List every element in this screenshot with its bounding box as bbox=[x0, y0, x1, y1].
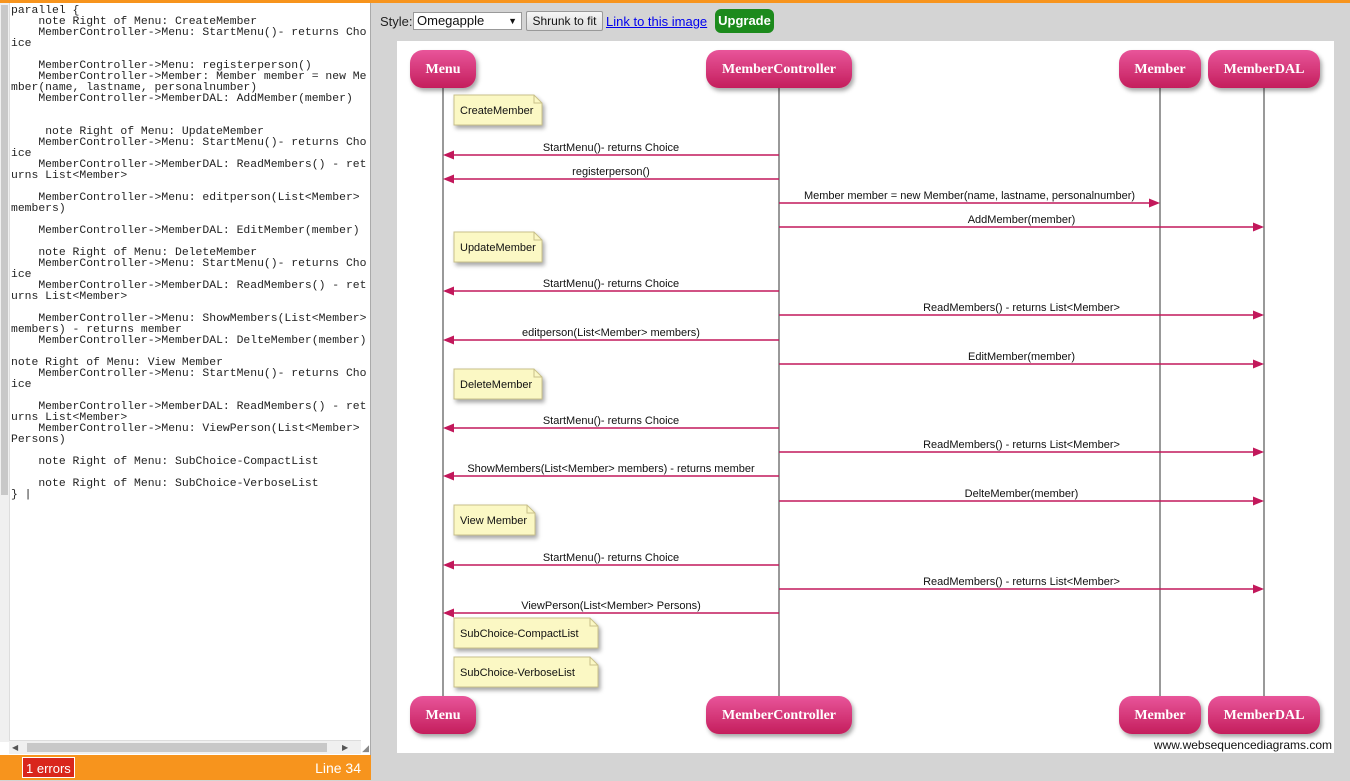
code-text[interactable]: parallel { note Right of Menu: CreateMem… bbox=[11, 5, 367, 501]
svg-text:ViewPerson(List<Member> Person: ViewPerson(List<Member> Persons) bbox=[521, 600, 701, 612]
svg-text:MemberController: MemberController bbox=[722, 708, 836, 723]
actor-memberdal-top: MemberDAL bbox=[1208, 50, 1320, 88]
svg-text:MemberDAL: MemberDAL bbox=[1224, 62, 1305, 77]
svg-text:Menu: Menu bbox=[426, 708, 461, 723]
style-label: Style: bbox=[380, 14, 413, 29]
actor-memberdal-bottom: MemberDAL bbox=[1208, 696, 1320, 734]
svg-text:ReadMembers() - returns List<M: ReadMembers() - returns List<Member> bbox=[923, 576, 1120, 588]
error-count-badge[interactable]: 1 errors bbox=[22, 757, 75, 778]
message-arrow: editperson(List<Member> members) bbox=[443, 327, 779, 345]
actor-menu-top: Menu bbox=[410, 50, 476, 88]
svg-text:StartMenu()- returns Choice: StartMenu()- returns Choice bbox=[543, 142, 679, 154]
vertical-scroll-thumb[interactable] bbox=[1, 5, 8, 495]
message-arrow: EditMember(member) bbox=[779, 351, 1264, 369]
svg-text:CreateMember: CreateMember bbox=[460, 105, 534, 117]
svg-text:ReadMembers() - returns List<M: ReadMembers() - returns List<Member> bbox=[923, 302, 1120, 314]
vertical-scrollbar[interactable] bbox=[0, 3, 10, 742]
svg-text:SubChoice-CompactList: SubChoice-CompactList bbox=[460, 628, 579, 640]
svg-text:SubChoice-VerboseList: SubChoice-VerboseList bbox=[460, 667, 575, 679]
svg-text:MemberDAL: MemberDAL bbox=[1224, 708, 1305, 723]
link-to-image[interactable]: Link to this image bbox=[606, 14, 708, 29]
svg-text:Member: Member bbox=[1134, 708, 1185, 723]
svg-text:StartMenu()- returns Choice: StartMenu()- returns Choice bbox=[543, 278, 679, 290]
actor-menu-bottom: Menu bbox=[410, 696, 476, 734]
note: UpdateMember bbox=[453, 231, 543, 263]
top-accent-bar bbox=[0, 0, 1350, 3]
svg-text:ReadMembers() - returns List<M: ReadMembers() - returns List<Member> bbox=[923, 439, 1120, 451]
svg-text:MemberController: MemberController bbox=[722, 62, 836, 77]
message-arrow: ReadMembers() - returns List<Member> bbox=[779, 439, 1264, 457]
svg-text:ShowMembers(List<Member> membe: ShowMembers(List<Member> members) - retu… bbox=[467, 463, 755, 475]
message-arrow: ShowMembers(List<Member> members) - retu… bbox=[443, 463, 779, 481]
message-arrow: StartMenu()- returns Choice bbox=[443, 552, 779, 570]
svg-text:AddMember(member): AddMember(member) bbox=[968, 214, 1076, 226]
svg-text:View Member: View Member bbox=[460, 515, 527, 527]
code-editor[interactable]: parallel { note Right of Menu: CreateMem… bbox=[0, 3, 371, 755]
watermark: www.websequencediagrams.com bbox=[1153, 738, 1332, 752]
actor-member-top: Member bbox=[1119, 50, 1201, 88]
message-arrow: ReadMembers() - returns List<Member> bbox=[779, 576, 1264, 594]
actor-membercontroller-top: MemberController bbox=[706, 50, 852, 88]
svg-text:DelteMember(member): DelteMember(member) bbox=[965, 488, 1079, 500]
resize-grip-icon[interactable]: ◢ bbox=[362, 743, 369, 753]
style-select-value: Omegapple bbox=[417, 13, 485, 28]
actor-membercontroller-bottom: MemberController bbox=[706, 696, 852, 734]
actor-member-bottom: Member bbox=[1119, 696, 1201, 734]
horizontal-scrollbar[interactable]: ◀ ▶ bbox=[9, 740, 361, 754]
upgrade-button[interactable]: Upgrade bbox=[715, 9, 774, 33]
note: SubChoice-VerboseList bbox=[453, 656, 599, 688]
message-arrow: DelteMember(member) bbox=[779, 488, 1264, 506]
svg-text:UpdateMember: UpdateMember bbox=[460, 242, 536, 254]
chevron-down-icon: ▼ bbox=[508, 16, 517, 26]
svg-text:Menu: Menu bbox=[426, 62, 461, 77]
svg-text:registerperson(): registerperson() bbox=[572, 166, 650, 178]
message-arrow: AddMember(member) bbox=[779, 214, 1264, 232]
scroll-right-icon[interactable]: ▶ bbox=[342, 743, 349, 752]
status-bar: 1 errors Line 34 bbox=[0, 755, 371, 780]
note: CreateMember bbox=[453, 94, 543, 126]
svg-text:editperson(List<Member> member: editperson(List<Member> members) bbox=[522, 327, 700, 339]
svg-text:Member: Member bbox=[1134, 62, 1185, 77]
line-indicator: Line 34 bbox=[315, 760, 361, 776]
shrink-to-fit-button[interactable]: Shrunk to fit bbox=[526, 11, 603, 31]
message-arrow: ReadMembers() - returns List<Member> bbox=[779, 302, 1264, 320]
svg-text:Member member = new Member(nam: Member member = new Member(name, lastnam… bbox=[804, 190, 1135, 202]
svg-text:StartMenu()- returns Choice: StartMenu()- returns Choice bbox=[543, 552, 679, 564]
message-arrow: Member member = new Member(name, lastnam… bbox=[779, 190, 1160, 208]
svg-text:StartMenu()- returns Choice: StartMenu()- returns Choice bbox=[543, 415, 679, 427]
message-arrow: ViewPerson(List<Member> Persons) bbox=[443, 600, 779, 618]
note: DeleteMember bbox=[453, 368, 543, 400]
message-arrow: StartMenu()- returns Choice bbox=[443, 278, 779, 296]
scroll-left-icon[interactable]: ◀ bbox=[12, 743, 19, 752]
svg-text:DeleteMember: DeleteMember bbox=[460, 379, 532, 391]
note: View Member bbox=[453, 504, 536, 536]
message-arrow: StartMenu()- returns Choice bbox=[443, 142, 779, 160]
note: SubChoice-CompactList bbox=[453, 617, 599, 649]
message-arrow: StartMenu()- returns Choice bbox=[443, 415, 779, 433]
message-arrow: registerperson() bbox=[443, 166, 779, 184]
style-select[interactable]: Omegapple ▼ bbox=[413, 12, 522, 30]
svg-text:EditMember(member): EditMember(member) bbox=[968, 351, 1075, 363]
horizontal-scroll-thumb[interactable] bbox=[27, 743, 327, 752]
